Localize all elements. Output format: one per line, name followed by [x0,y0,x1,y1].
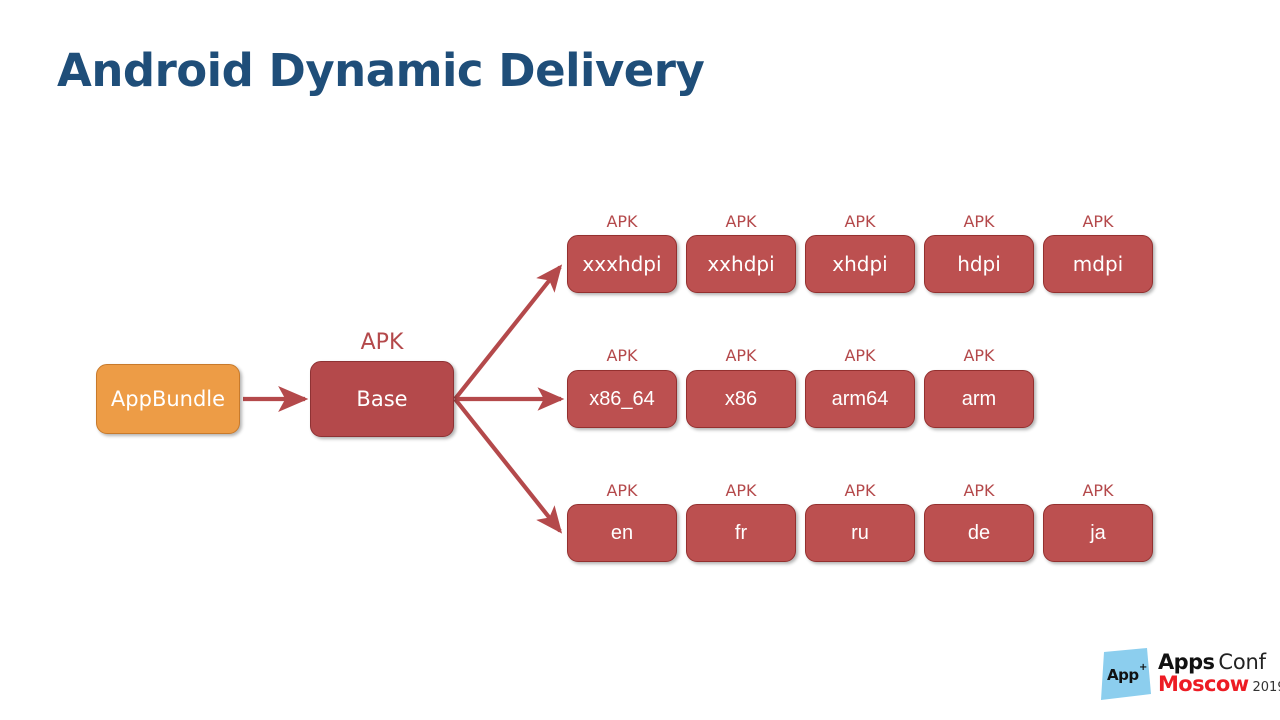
node-split-arm[interactable]: arm [924,370,1034,428]
apk-caption-hdpi: APK [963,212,995,231]
apk-caption-de: APK [963,481,995,500]
apk-caption-xxxhdpi: APK [606,212,638,231]
node-split-fr[interactable]: fr [686,504,796,562]
apk-caption-x86: APK [725,346,757,365]
node-split-xhdpi-label: xhdpi [832,252,888,276]
apk-caption-x86-64: APK [606,346,638,365]
page-title: Android Dynamic Delivery [57,44,705,97]
node-appbundle[interactable]: AppBundle [96,364,240,434]
apk-caption-ja: APK [1082,481,1114,500]
node-base-label: Base [356,386,408,411]
node-split-de-label: de [967,522,991,544]
appsconf-logo-mark: App + [1100,648,1152,702]
apk-caption-ru: APK [844,481,876,500]
node-split-ru[interactable]: ru [805,504,915,562]
node-split-x86-label: x86 [724,388,758,410]
node-split-xxhdpi-label: xxhdpi [707,252,775,276]
node-split-hdpi[interactable]: hdpi [924,235,1034,293]
node-split-x86-64-label: x86_64 [589,388,655,410]
apk-caption-en: APK [606,481,638,500]
node-split-arm64[interactable]: arm64 [805,370,915,428]
node-split-arm-label: arm [961,388,997,410]
node-split-ru-label: ru [851,522,869,544]
node-base[interactable]: Base [310,361,454,437]
logo-quad-icon [1101,648,1151,700]
logo-word-apps: Apps [1158,650,1215,674]
node-split-xxxhdpi-label: xxxhdpi [582,252,662,276]
node-split-x86-64[interactable]: x86_64 [567,370,677,428]
logo-mark-text: App [1107,666,1139,684]
apk-caption-base: APK [360,330,404,355]
apk-caption-xhdpi: APK [844,212,876,231]
node-appbundle-label: AppBundle [110,386,226,411]
apk-caption-xxhdpi: APK [725,212,757,231]
node-split-de[interactable]: de [924,504,1034,562]
node-split-xxhdpi[interactable]: xxhdpi [686,235,796,293]
node-split-fr-label: fr [734,522,748,544]
node-split-hdpi-label: hdpi [957,252,1001,276]
apk-caption-arm64: APK [844,346,876,365]
logo-word-conf: Conf [1218,650,1266,674]
node-split-xhdpi[interactable]: xhdpi [805,235,915,293]
apk-caption-fr: APK [725,481,757,500]
node-split-en-label: en [610,522,634,544]
apk-caption-arm: APK [963,346,995,365]
logo-mark-superscript: + [1139,662,1148,673]
apk-caption-mdpi: APK [1082,212,1114,231]
node-split-ja[interactable]: ja [1043,504,1153,562]
node-split-mdpi-label: mdpi [1072,252,1124,276]
node-split-x86[interactable]: x86 [686,370,796,428]
node-split-ja-label: ja [1090,522,1106,544]
node-split-arm64-label: arm64 [831,388,889,410]
logo-word-year: 2019 [1252,680,1280,696]
node-split-mdpi[interactable]: mdpi [1043,235,1153,293]
logo-word-moscow: Moscow [1158,672,1249,697]
node-split-en[interactable]: en [567,504,677,562]
node-split-xxxhdpi[interactable]: xxxhdpi [567,235,677,293]
